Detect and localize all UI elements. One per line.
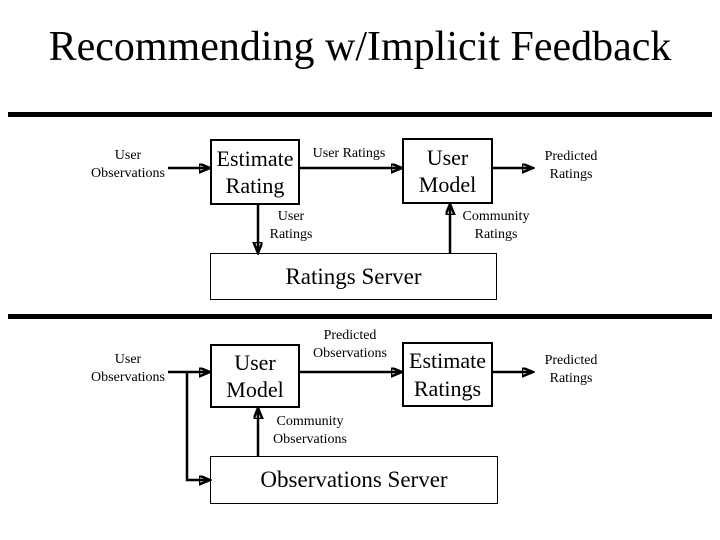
user-model-box-top: User Model [402, 138, 493, 204]
label-user-observations-bottom: User Observations [91, 352, 165, 386]
label-predicted-ratings-bottom: Predicted Ratings [544, 353, 598, 387]
observations-server-box-label: Observations Server [260, 467, 448, 493]
user-model-box-top-label: User Model [418, 144, 477, 198]
label-user-observations-top: User Observations [91, 148, 165, 182]
user-model-box-bottom-label: User Model [226, 349, 284, 403]
estimate-rating-box-label: Estimate Rating [216, 145, 294, 199]
estimate-ratings-box: Estimate Ratings [402, 342, 493, 407]
estimate-ratings-box-label: Estimate Ratings [409, 348, 486, 401]
label-user-ratings-down: User Ratings [269, 209, 313, 243]
ratings-server-box-label: Ratings Server [285, 263, 422, 289]
title-divider [8, 112, 712, 117]
label-community-observations: Community Observations [273, 414, 347, 448]
slide-title: Recommending w/Implicit Feedback [48, 24, 672, 70]
label-community-ratings: Community Ratings [462, 209, 530, 243]
observations-server-box: Observations Server [210, 456, 498, 504]
label-predicted-observations: Predicted Observations [313, 328, 387, 362]
user-model-box-bottom: User Model [210, 344, 300, 408]
estimate-rating-box: Estimate Rating [210, 139, 300, 205]
label-user-ratings-in: User Ratings [312, 146, 386, 161]
ratings-server-box: Ratings Server [210, 253, 497, 300]
arrow-user-observations-to-observations-server-icon [185, 372, 210, 480]
label-predicted-ratings-top: Predicted Ratings [544, 149, 598, 183]
section-divider [8, 314, 712, 319]
